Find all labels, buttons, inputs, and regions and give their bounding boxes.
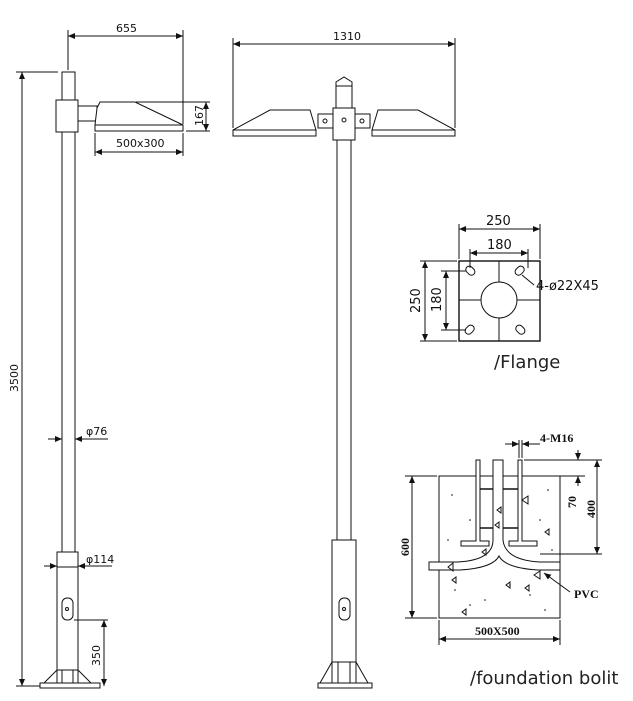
dim-flange-height: 250 [409, 288, 424, 313]
dim-bolt-length: 400 [584, 500, 598, 518]
dim-door-height: 350 [90, 645, 103, 666]
aggregate-triangles [447, 495, 550, 616]
pole-collar [332, 107, 356, 141]
lamp-arm [77, 105, 98, 122]
dim-top-diameter: φ76 [86, 425, 107, 438]
right-arm [354, 113, 371, 129]
dim-span: 1310 [333, 30, 361, 43]
left-lamp-head [232, 109, 317, 137]
base-gussets [319, 660, 369, 684]
bolt-slots [464, 265, 526, 335]
lamp-head [94, 101, 184, 132]
dim-bolt-exposed: 70 [565, 496, 579, 508]
flange-caption: /Flange [494, 352, 560, 373]
access-door [61, 597, 74, 621]
dim-depth: 600 [398, 538, 412, 556]
bolt-spec-label: 4-M16 [540, 431, 573, 445]
base-gussets [42, 668, 93, 684]
dim-lamp-height: 167 [193, 105, 206, 126]
base-plate [317, 682, 373, 689]
dim-foundation-size: 500X500 [475, 624, 520, 638]
pole-top-cap [335, 76, 353, 109]
pole-upper-tube [61, 71, 76, 553]
right-lamp-head [371, 109, 456, 137]
left-arm [317, 113, 334, 129]
foundation-caption: /foundation bolit [470, 668, 618, 689]
single-arm-pole: 655 167 500x300 3500 φ76 φ114 350 [8, 22, 210, 689]
pole-upper-tube [336, 139, 352, 541]
dim-hole-spacing-x: 180 [487, 238, 512, 253]
base-plate [39, 682, 101, 689]
concrete-speckle [447, 489, 553, 611]
dim-arm-length: 655 [116, 22, 137, 35]
center-hole [480, 281, 518, 319]
dim-flange-width: 250 [486, 214, 511, 229]
hole-spec-label: 4-ø22X45 [536, 279, 599, 294]
pole-collar [55, 99, 79, 133]
double-arm-pole: 1310 [232, 30, 456, 689]
pvc-label: PVC [574, 587, 599, 601]
dim-lamp-size: 500x300 [116, 137, 165, 150]
dim-hole-spacing-y: 180 [430, 287, 445, 312]
dim-base-diameter: φ114 [86, 553, 114, 566]
pvc-conduit [428, 459, 561, 571]
access-door [338, 597, 351, 621]
dim-total-height: 3500 [8, 364, 21, 392]
foundation-detail: 4-M16 70 400 600 500X500 PVC /foundation… [398, 431, 618, 689]
flange-detail: 250 180 250 180 4-ø22X45 /Flange [409, 214, 599, 373]
